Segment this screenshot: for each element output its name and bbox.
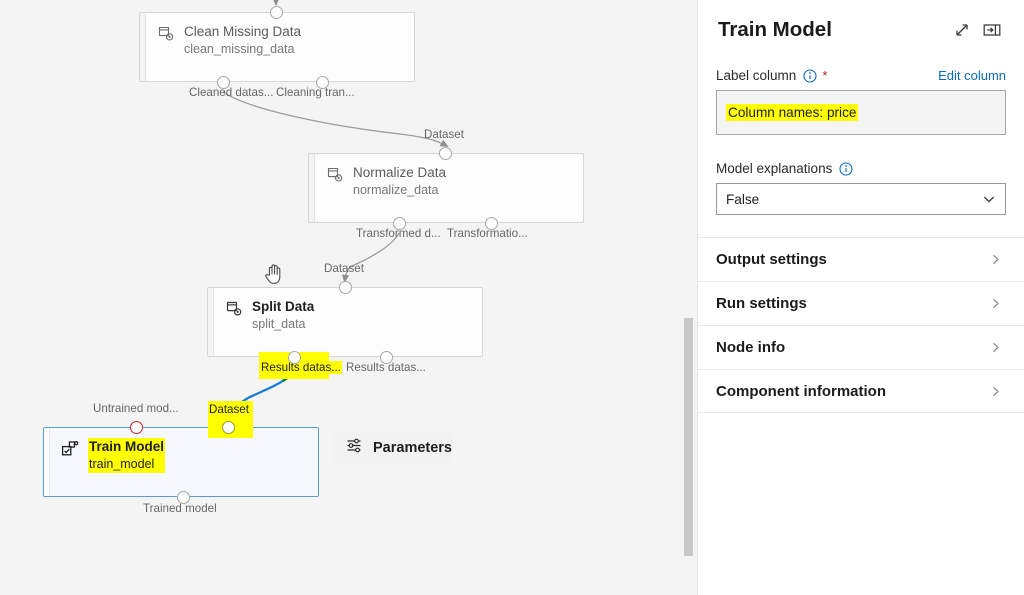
dataset-gear-icon (225, 300, 243, 318)
pipeline-canvas[interactable]: Clean Missing Data clean_missing_data Cl… (0, 0, 697, 595)
port-label-trained-model: Trained model (143, 502, 217, 515)
port-normalize-data-out-transformed[interactable] (392, 216, 406, 230)
port-label-transformation: Transformatio... (447, 227, 528, 240)
required-marker: * (822, 68, 828, 83)
section-label: Run settings (716, 295, 807, 312)
canvas-vertical-scrollbar[interactable] (684, 318, 693, 556)
node-subtitle: clean_missing_data (184, 42, 295, 57)
port-split-data-out-results1[interactable] (287, 350, 301, 364)
node-title: Clean Missing Data (184, 24, 302, 39)
edit-column-link[interactable]: Edit column (938, 68, 1006, 83)
section-label: Node info (716, 339, 786, 356)
parameters-button[interactable]: Parameters (333, 432, 453, 463)
collapse-panel-icon[interactable] (980, 18, 1004, 42)
port-label-split-dataset: Dataset (324, 262, 364, 275)
node-subtitle: split_data (252, 317, 306, 332)
section-component-information[interactable]: Component information (698, 369, 1024, 413)
expand-diagonal-icon[interactable] (950, 18, 974, 42)
section-output-settings[interactable]: Output settings (698, 237, 1024, 281)
chevron-right-icon (989, 297, 1002, 310)
node-accent-bar (309, 154, 315, 222)
node-title: Split Data (252, 299, 315, 314)
dataset-gear-icon (326, 166, 344, 184)
chevron-right-icon (989, 253, 1002, 266)
port-label-train-dataset: Dataset (208, 403, 250, 416)
properties-panel: Train Model Label column (697, 0, 1024, 595)
chevron-down-icon (982, 192, 996, 206)
node-label-group: Train Model train_model (88, 438, 166, 474)
port-clean-missing-data-input[interactable] (269, 5, 283, 19)
model-explanations-label: Model explanations (716, 161, 833, 176)
port-clean-missing-data-out-transform[interactable] (315, 75, 329, 89)
info-icon[interactable] (839, 161, 853, 176)
panel-body: Label column * Edit column Column names:… (698, 68, 1024, 215)
port-train-model-input-untrained-model[interactable] (129, 420, 143, 434)
node-accent-bar (140, 13, 146, 81)
node-split-data[interactable]: Split Data split_data (207, 287, 483, 357)
chevron-right-icon (989, 341, 1002, 354)
port-label-results-dataset2: Results datas... (346, 361, 426, 374)
model-explanations-row: Model explanations (716, 161, 1006, 176)
port-label-untrained-model: Untrained mod... (93, 402, 179, 415)
model-explanations-value: False (726, 191, 760, 207)
label-column-label: Label column (716, 68, 797, 83)
port-train-model-out-trained-model[interactable] (176, 490, 190, 504)
node-label-group: Normalize Data normalize_data (353, 164, 446, 199)
sliders-icon (346, 437, 363, 458)
port-label-cleaning-transform: Cleaning tran... (276, 86, 355, 99)
node-label-group: Clean Missing Data clean_missing_data (184, 23, 301, 58)
section-label: Component information (716, 382, 886, 400)
model-explanations-select[interactable]: False (716, 183, 1006, 215)
info-icon[interactable] (803, 68, 817, 83)
node-title: Normalize Data (353, 165, 447, 180)
port-split-data-out-results2[interactable] (379, 350, 393, 364)
grab-hand-cursor (264, 262, 285, 290)
node-accent-bar (44, 428, 50, 496)
port-train-model-input-dataset[interactable] (221, 420, 235, 434)
label-column-value-text: Column names: price (726, 104, 859, 121)
node-accent-bar (208, 288, 214, 356)
node-subtitle: train_model (88, 456, 166, 474)
parameters-button-label: Parameters (373, 439, 452, 456)
port-label-normalize-dataset: Dataset (424, 128, 464, 141)
port-normalize-data-input-dataset[interactable] (438, 146, 452, 160)
port-label-results-dataset1: Results datas... (260, 361, 342, 374)
node-train-model[interactable]: Train Model train_model (43, 427, 319, 497)
node-title: Train Model (88, 438, 166, 457)
dataset-gear-icon (157, 25, 175, 43)
edge-clean-to-normalize (222, 91, 449, 148)
node-clean-missing-data[interactable]: Clean Missing Data clean_missing_data (139, 12, 415, 82)
label-column-value[interactable]: Column names: price (716, 90, 1006, 135)
port-label-cleaned-dataset: Cleaned datas... (189, 86, 274, 99)
node-label-group: Split Data split_data (252, 298, 314, 333)
node-normalize-data[interactable]: Normalize Data normalize_data (308, 153, 584, 223)
port-normalize-data-out-transformation[interactable] (484, 216, 498, 230)
port-split-data-input-dataset[interactable] (338, 280, 352, 294)
panel-header: Train Model (698, 0, 1024, 42)
section-run-settings[interactable]: Run settings (698, 281, 1024, 325)
node-subtitle: normalize_data (353, 183, 439, 198)
section-label: Output settings (716, 251, 827, 268)
train-model-icon (61, 440, 79, 458)
section-node-info[interactable]: Node info (698, 325, 1024, 369)
chevron-right-icon (989, 385, 1002, 398)
label-column-row: Label column * Edit column (716, 68, 1006, 83)
page-title: Train Model (718, 18, 832, 41)
port-clean-missing-data-out-cleaned[interactable] (216, 75, 230, 89)
settings-accordion: Output settings Run settings Node info (698, 237, 1024, 413)
